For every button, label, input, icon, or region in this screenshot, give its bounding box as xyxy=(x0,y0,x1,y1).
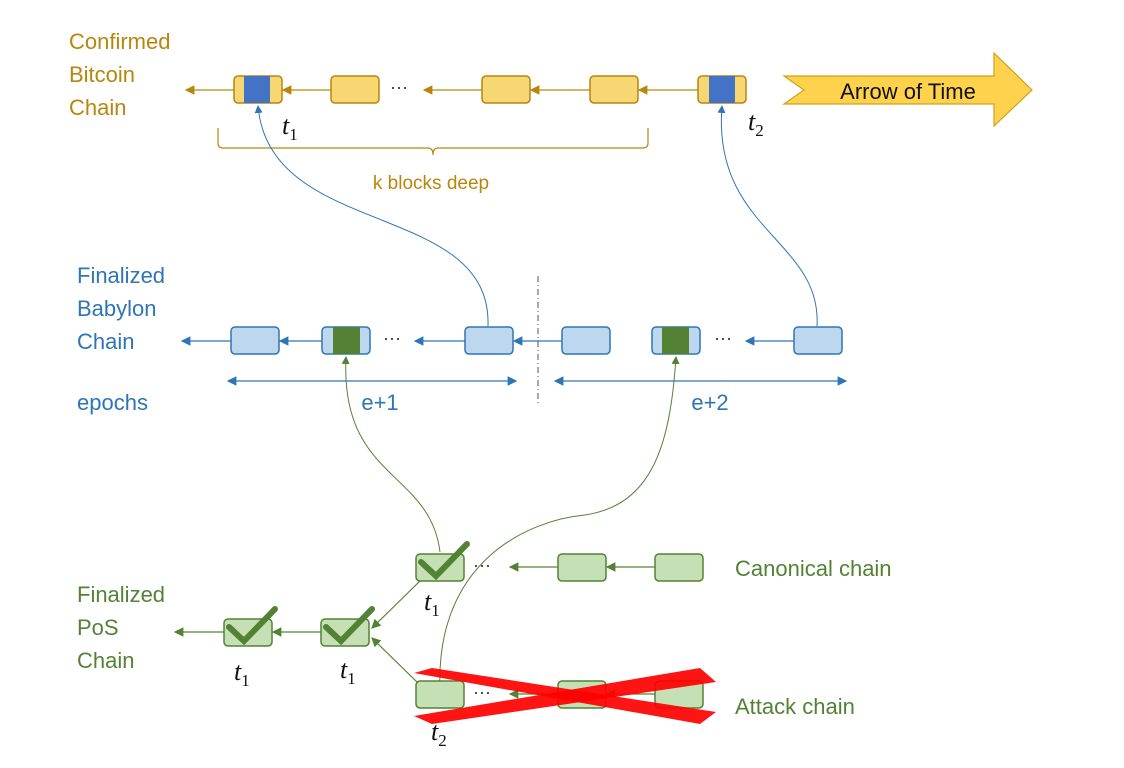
pos-label-line-2: PoS xyxy=(77,615,119,640)
epoch-e1-label: e+1 xyxy=(361,390,398,415)
babylon-label-line-3: Chain xyxy=(77,329,134,354)
babylon-chain: ··· ··· xyxy=(180,326,843,355)
arrow-of-time-label: Arrow of Time xyxy=(840,79,976,104)
babylon-block-checkpoint-e2 xyxy=(651,326,701,355)
pos-t1-label: t1 xyxy=(340,655,356,688)
bitcoin-t2-label: t2 xyxy=(748,107,764,140)
babylon-to-bitcoin-curve-t2 xyxy=(717,105,818,327)
epoch-e2-label: e+2 xyxy=(691,390,728,415)
pos-t1-label: t1 xyxy=(424,587,440,620)
pos-link-arrow xyxy=(371,637,419,684)
bitcoin-block xyxy=(330,75,380,104)
babylon-label-line-1: Finalized xyxy=(77,263,165,288)
pos-link-arrow xyxy=(371,580,421,629)
canonical-ellipsis: ··· xyxy=(473,555,491,575)
babylon-block xyxy=(464,326,514,355)
bitcoin-chain: ··· xyxy=(184,75,747,104)
pos-label-line-1: Finalized xyxy=(77,582,165,607)
arrow-of-time: Arrow of Time xyxy=(782,51,1033,128)
babylon-block xyxy=(561,326,611,355)
pos-to-babylon-curve-t1 xyxy=(341,356,441,553)
k-blocks-deep-label: k blocks deep xyxy=(373,173,489,194)
babylon-ellipsis: ··· xyxy=(383,328,401,348)
bitcoin-label-line-1: Confirmed xyxy=(69,29,170,54)
attack-chain-label: Attack chain xyxy=(735,694,855,719)
bitcoin-chain-label: Confirmed Bitcoin Chain xyxy=(69,29,170,120)
babylon-block xyxy=(230,326,280,355)
pos-t1-label: t1 xyxy=(234,657,250,690)
bitcoin-block xyxy=(481,75,531,104)
pos-to-babylon-curve-t2 xyxy=(439,356,680,691)
checkmark-icon xyxy=(226,606,278,646)
pos-label-line-3: Chain xyxy=(77,648,134,673)
bitcoin-label-line-3: Chain xyxy=(69,95,126,120)
bitcoin-block-checkpoint-t1 xyxy=(233,75,283,104)
pos-t2-label: t2 xyxy=(431,717,447,750)
k-blocks-brace xyxy=(217,128,649,156)
attack-ellipsis: ··· xyxy=(473,682,491,702)
attack-cross-icon xyxy=(414,668,716,724)
babylon-block-checkpoint-e1 xyxy=(321,326,371,355)
bitcoin-label-line-2: Bitcoin xyxy=(69,62,135,87)
epochs-label: epochs xyxy=(77,390,148,415)
pos-block-attack xyxy=(415,680,465,709)
canonical-chain-label: Canonical chain xyxy=(735,556,892,581)
bitcoin-t1-label: t1 xyxy=(282,111,298,144)
babylon-chain-label: Finalized Babylon Chain xyxy=(77,263,165,354)
pos-chain-label: Finalized PoS Chain xyxy=(77,582,165,673)
pos-block-canonical xyxy=(654,553,704,582)
bitcoin-block-checkpoint-t2 xyxy=(697,75,747,104)
babylon-to-bitcoin-curve-t1 xyxy=(254,105,489,327)
babylon-label-line-2: Babylon xyxy=(77,296,157,321)
checkmark-icon xyxy=(323,606,375,646)
pos-block-canonical xyxy=(557,553,607,582)
babylon-ellipsis: ··· xyxy=(714,328,732,348)
bitcoin-ellipsis: ··· xyxy=(390,77,408,97)
bitcoin-block xyxy=(589,75,639,104)
babylon-block xyxy=(793,326,843,355)
checkmark-icon xyxy=(418,541,470,581)
